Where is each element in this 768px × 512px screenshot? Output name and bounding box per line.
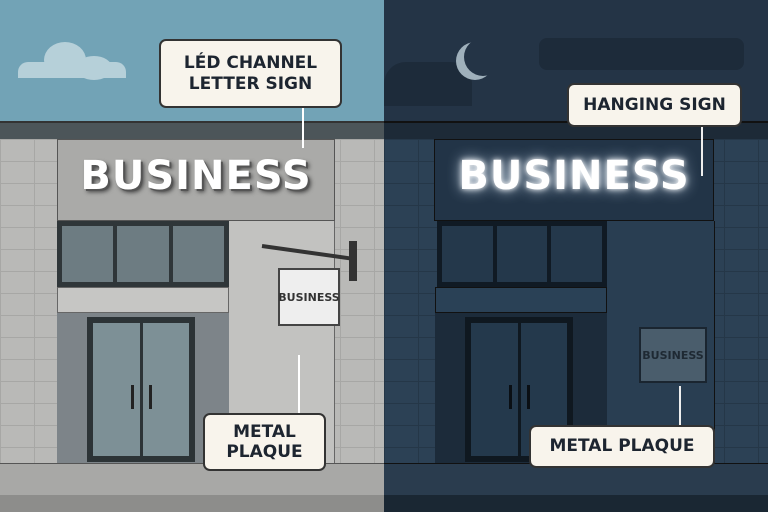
- led-channel-letter-sign: BUSINESS: [80, 153, 312, 199]
- door-handle: [508, 385, 512, 409]
- street: [0, 495, 384, 512]
- awning-band: [57, 287, 229, 313]
- callout-line: [679, 386, 681, 426]
- sign-fascia: [434, 139, 714, 221]
- sidewalk: [0, 463, 384, 495]
- callout-led-channel-letter-sign: LÉD CHANNEL LETTER SIGN: [159, 39, 342, 108]
- door[interactable]: [87, 317, 195, 462]
- awning-band: [435, 287, 607, 313]
- callout-metal-plaque: METAL PLAQUE: [529, 425, 715, 468]
- cloud-icon: [18, 42, 126, 80]
- street: [384, 495, 768, 512]
- cloud-icon: [539, 38, 744, 70]
- window: [437, 221, 607, 287]
- callout-metal-plaque: METAL PLAQUE: [203, 413, 326, 471]
- moon-icon: [464, 38, 502, 76]
- bracket-mount: [349, 241, 357, 281]
- door-handle: [130, 385, 134, 409]
- door-handle: [148, 385, 152, 409]
- callout-line: [298, 355, 300, 415]
- window: [57, 221, 229, 287]
- night-scene: BUSINESS BUSINESS HANGING SIGN METAL PLA…: [384, 0, 768, 512]
- callout-hanging-sign: HANGING SIGN: [567, 83, 742, 127]
- door-handle: [526, 385, 530, 409]
- sidewalk: [384, 463, 768, 495]
- metal-plaque: BUSINESS: [639, 327, 707, 383]
- callout-line: [302, 108, 304, 148]
- roof: [0, 121, 384, 139]
- illuminated-sign: BUSINESS: [458, 153, 690, 199]
- sign-fascia: [57, 139, 335, 221]
- hanging-sign: BUSINESS: [278, 268, 340, 326]
- day-scene: BUSINESS BUSINESS LÉD CHANNEL LETTER SIG…: [0, 0, 384, 512]
- callout-line: [701, 126, 703, 176]
- cloud-icon: [384, 62, 472, 106]
